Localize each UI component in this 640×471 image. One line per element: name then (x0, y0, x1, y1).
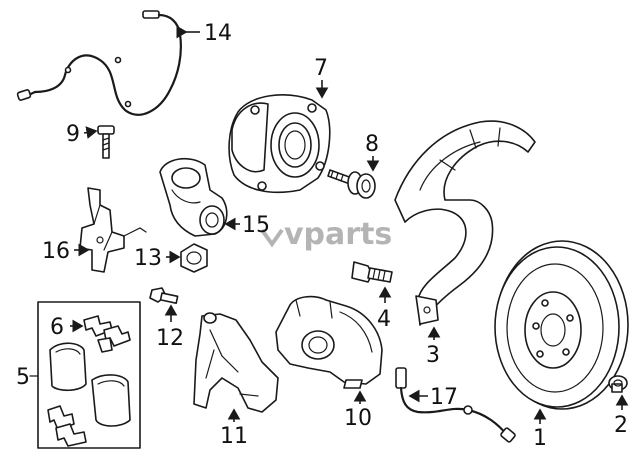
callout-8: 8 (365, 132, 379, 157)
callout-1: 1 (533, 426, 547, 451)
part-11-caliper-carrier[interactable] (193, 312, 279, 413)
callout-10: 10 (344, 406, 372, 431)
callout-3: 3 (426, 343, 440, 368)
part-14-brake-wear-sensor[interactable] (16, 10, 182, 116)
part-15-steering-knuckle[interactable] (159, 157, 228, 237)
callout-4: 4 (377, 307, 391, 332)
part-10-brake-caliper[interactable] (275, 295, 383, 389)
callout-12: 12 (156, 326, 184, 351)
part-5-brake-pad-kit[interactable] (37, 301, 141, 449)
watermark-text: vparts (284, 217, 392, 252)
part-13-hex-nut[interactable] (180, 243, 208, 273)
part-12-bolt[interactable] (149, 287, 179, 304)
part-2-disc-screw[interactable] (608, 375, 628, 393)
part-6-pad-clips[interactable] (83, 315, 131, 353)
callout-7: 7 (314, 56, 328, 81)
part-16-bracket[interactable] (79, 187, 147, 273)
watermark-logo: vparts (260, 217, 392, 252)
part-9-bolt[interactable] (97, 125, 115, 159)
part-8-hub-bolt[interactable] (327, 169, 376, 199)
callout-14: 14 (204, 21, 232, 46)
part-17-brake-hose[interactable] (395, 367, 516, 443)
callout-2: 2 (614, 413, 628, 438)
callout-15: 15 (242, 213, 270, 238)
part-3-brake-splash-shield[interactable] (394, 120, 536, 326)
callout-6: 6 (50, 315, 64, 340)
part-4-caliper-bolt[interactable] (351, 261, 393, 283)
callout-16: 16 (42, 239, 70, 264)
callout-17: 17 (430, 385, 458, 410)
part-1-brake-disc[interactable] (494, 240, 629, 410)
callout-5: 5 (16, 365, 30, 390)
callout-13: 13 (134, 246, 162, 271)
part-7-wheel-hub[interactable] (228, 94, 331, 194)
callout-11: 11 (220, 424, 248, 449)
callout-9: 9 (66, 122, 80, 147)
